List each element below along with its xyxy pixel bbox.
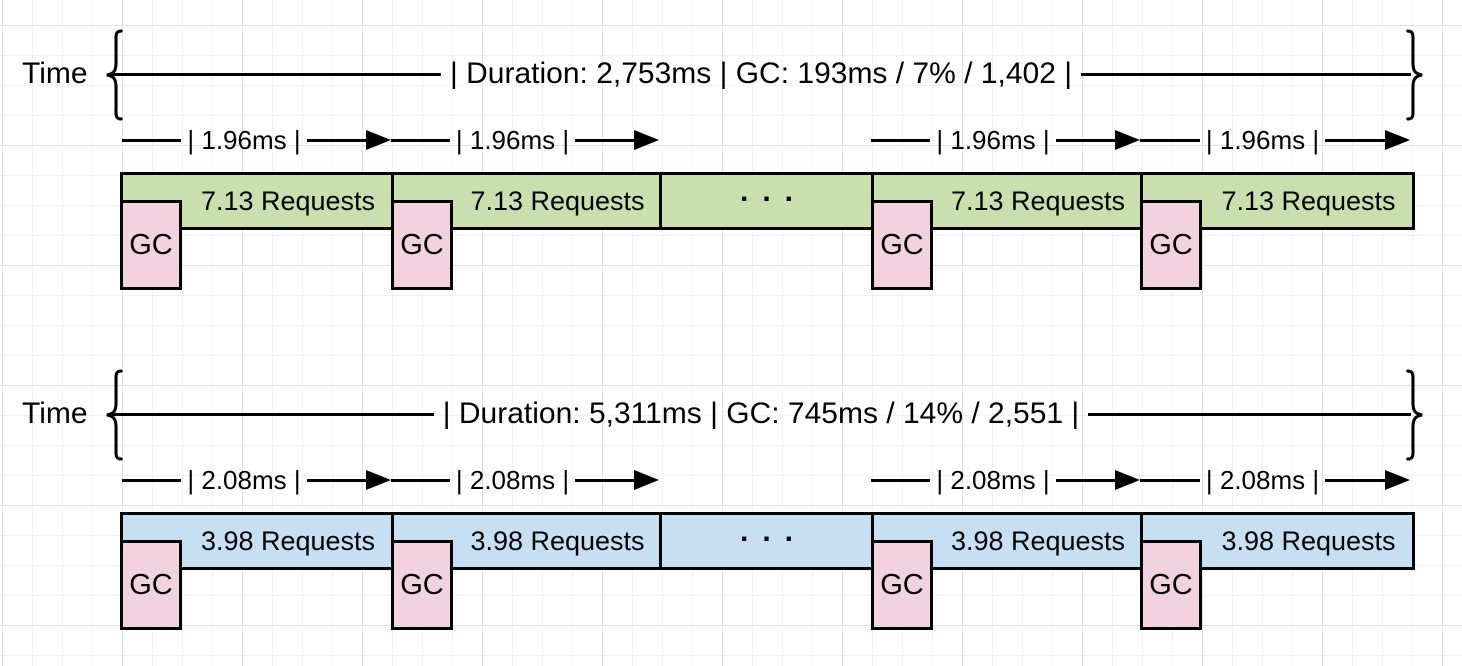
gc-box: GC: [1140, 540, 1202, 630]
arrowhead-icon: [1385, 130, 1410, 150]
arrow-line: [391, 478, 450, 482]
gc-box: GC: [871, 540, 933, 630]
interval-label: | 2.08ms |: [187, 464, 301, 495]
gc-box: GC: [391, 200, 453, 290]
interval-arrow: | 2.08ms |: [122, 464, 391, 495]
arrow-line: [122, 138, 182, 142]
interval-label: | 1.96ms |: [1205, 124, 1320, 155]
gc-box: GC: [871, 200, 933, 290]
arrow-line: [1055, 138, 1115, 142]
gc-label: GC: [129, 228, 173, 261]
arrow-line: [1140, 138, 1200, 142]
right-brace-icon: [1406, 29, 1423, 121]
gc-label: GC: [880, 228, 924, 261]
left-brace-icon: [106, 369, 123, 461]
duration-line: [111, 412, 434, 416]
gc-label: GC: [1149, 568, 1193, 601]
segment-label: 7.13 Requests: [200, 185, 376, 216]
gc-box: GC: [391, 540, 453, 630]
interval-arrow: | 2.08ms |: [391, 464, 659, 495]
arrowhead-icon: [1385, 470, 1410, 490]
interval-arrow: | 1.96ms |: [391, 124, 659, 155]
arrowhead-icon: [366, 130, 391, 150]
gc-label: GC: [1149, 228, 1193, 261]
arrowhead-icon: [634, 130, 659, 150]
time-label: Time: [22, 57, 88, 90]
duration-text: | Duration: 2,753ms | GC: 193ms / 7% / 1…: [450, 57, 1073, 90]
gc-label: GC: [129, 568, 173, 601]
arrow-line: [1325, 138, 1385, 142]
segment-label: 3.98 Requests: [200, 525, 376, 556]
gc-box: GC: [120, 540, 182, 630]
arrowhead-icon: [1115, 130, 1140, 150]
arrow-line: [122, 478, 182, 482]
interval-label: | 1.96ms |: [936, 124, 1050, 155]
segment-label: 3.98 Requests: [950, 525, 1126, 556]
gc-box: GC: [1140, 200, 1202, 290]
interval-arrow: | 1.96ms |: [1140, 124, 1410, 155]
time-label: Time: [22, 397, 88, 430]
interval-arrow: | 1.96ms |: [122, 124, 391, 155]
left-brace-icon: [106, 29, 123, 121]
arrowhead-icon: [634, 470, 659, 490]
duration-text: | Duration: 5,311ms | GC: 745ms / 14% / …: [442, 397, 1080, 430]
segment-label: 3.98 Requests: [1221, 525, 1396, 556]
interval-label: | 1.96ms |: [187, 124, 301, 155]
arrow-line: [306, 478, 366, 482]
duration-annotation: | Duration: 5,311ms | GC: 745ms / 14% / …: [111, 397, 1411, 431]
interval-label: | 2.08ms |: [936, 464, 1050, 495]
duration-line: [1088, 412, 1411, 416]
arrow-line: [575, 478, 634, 482]
right-brace-icon: [1406, 369, 1423, 461]
gc-label: GC: [400, 568, 444, 601]
segment-label: 7.13 Requests: [1221, 185, 1396, 216]
timeline-run-b: Time | Duration: 5,311ms | GC: 745ms / 1…: [0, 340, 1462, 666]
requests-segment: 7.13 Requests: [1140, 172, 1415, 230]
interval-arrow: | 1.96ms |: [871, 124, 1140, 155]
arrowhead-icon: [1115, 470, 1140, 490]
ellipsis-label: ...: [739, 515, 807, 548]
duration-line: [111, 72, 441, 76]
arrow-line: [575, 138, 634, 142]
interval-label: | 1.96ms |: [455, 124, 570, 155]
gc-label: GC: [400, 228, 444, 261]
ellipsis-label: ...: [739, 175, 807, 208]
arrow-line: [871, 478, 931, 482]
segment-label: 3.98 Requests: [470, 525, 645, 556]
ellipsis-segment: ...: [659, 172, 874, 230]
interval-label: | 2.08ms |: [1205, 464, 1320, 495]
gc-box: GC: [120, 200, 182, 290]
arrow-line: [391, 138, 450, 142]
segment-label: 7.13 Requests: [950, 185, 1126, 216]
arrow-line: [1140, 478, 1200, 482]
gc-label: GC: [880, 568, 924, 601]
arrowhead-icon: [366, 470, 391, 490]
duration-line: [1081, 72, 1412, 76]
interval-arrow: | 2.08ms |: [871, 464, 1140, 495]
arrow-line: [1325, 478, 1385, 482]
duration-annotation: | Duration: 2,753ms | GC: 193ms / 7% / 1…: [111, 57, 1412, 91]
arrow-line: [871, 138, 931, 142]
interval-arrow: | 2.08ms |: [1140, 464, 1410, 495]
arrow-line: [1055, 478, 1115, 482]
ellipsis-segment: ...: [659, 512, 874, 570]
timeline-run-a: Time | Duration: 2,753ms | GC: 193ms / 7…: [22, 29, 1423, 290]
segment-label: 7.13 Requests: [470, 185, 645, 216]
arrow-line: [306, 138, 366, 142]
interval-label: | 2.08ms |: [455, 464, 570, 495]
